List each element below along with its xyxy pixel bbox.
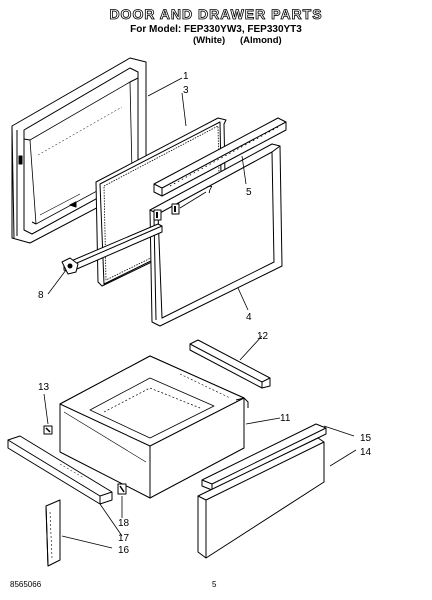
callout-3: 3 xyxy=(183,85,189,96)
callout-4: 4 xyxy=(246,312,252,323)
part-12-rear-drawer-rail xyxy=(189,339,271,389)
leader-lines xyxy=(43,77,357,549)
page-title: DOOR AND DRAWER PARTS xyxy=(109,6,323,23)
callout-17: 17 xyxy=(118,533,130,544)
model-line: For Model: FEP330YW3, FEP330YT3 xyxy=(130,24,302,35)
callout-18: 18 xyxy=(118,518,130,529)
callout-15: 15 xyxy=(360,433,372,444)
variant-almond: (Almond) xyxy=(240,35,282,46)
part-18-rail-clip xyxy=(117,483,127,495)
callout-5: 5 xyxy=(246,187,252,198)
callout-7: 7 xyxy=(207,185,213,196)
callout-1: 1 xyxy=(183,71,189,82)
callout-12: 12 xyxy=(257,331,269,342)
callout-16: 16 xyxy=(118,545,130,556)
doc-number: 8565066 xyxy=(10,580,42,589)
part-16-side-panel xyxy=(45,499,61,567)
callout-8: 8 xyxy=(38,290,44,301)
part-13-drawer-clip xyxy=(43,425,53,435)
variant-white: (White) xyxy=(193,35,226,46)
part-11-drawer-box xyxy=(59,355,249,499)
callout-11: 11 xyxy=(280,413,291,424)
part-7-hinge-brackets xyxy=(153,203,180,221)
part-14-drawer-front-panel xyxy=(197,437,325,559)
page-number: 5 xyxy=(212,580,217,589)
part-5-door-top-trim xyxy=(153,117,287,197)
part-15-drawer-trim xyxy=(201,423,327,491)
callout-labels: 1 3 7 5 8 4 12 13 11 15 14 18 17 16 xyxy=(38,71,372,556)
part-4-door-panel-frame xyxy=(149,143,283,327)
callout-14: 14 xyxy=(360,447,372,458)
part-17-side-drawer-rail xyxy=(7,435,113,505)
callout-13: 13 xyxy=(38,382,50,393)
